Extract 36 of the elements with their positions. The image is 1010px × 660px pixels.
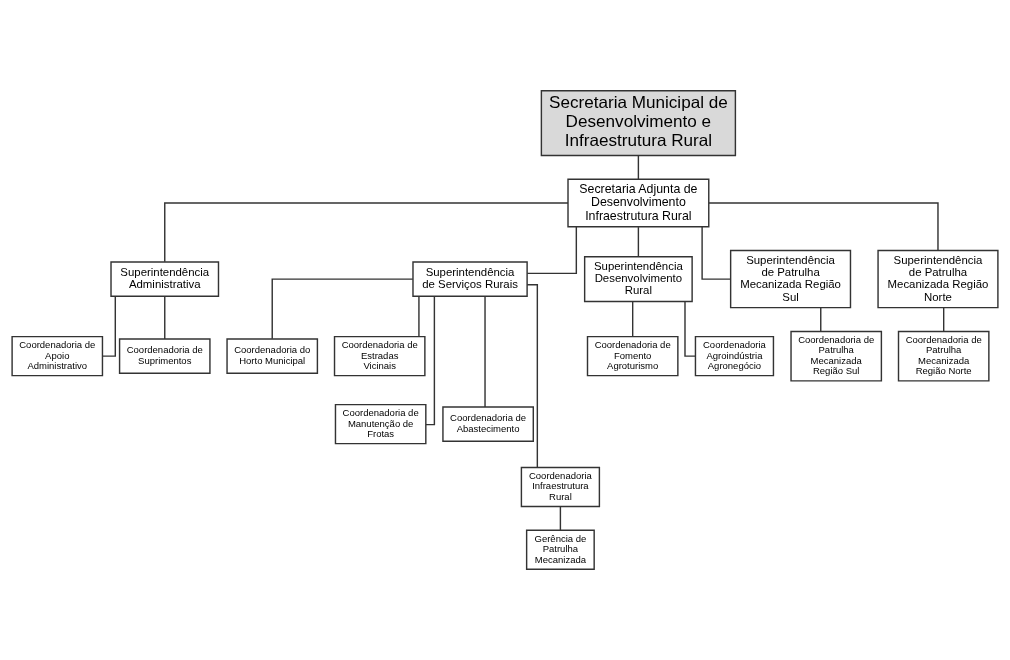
connector	[271, 278, 414, 340]
node-box: Gerência de Patrulha Mecanizada	[525, 529, 595, 570]
connector	[637, 154, 640, 180]
node-box: Coordenadoria de Manutenção de Frotas	[334, 403, 427, 445]
node-box: Coordenadoria de Abastecimento	[442, 406, 534, 442]
node-box: Superintendência Desenvolvimento Rural	[583, 256, 693, 303]
connector	[425, 295, 436, 426]
node-box: Coordenadoria de Apoio Administrativo	[11, 335, 104, 377]
connector	[942, 307, 945, 332]
node-box: Coordenadoria de Patrulha Mecanizada Região Norte	[897, 330, 990, 382]
connector	[701, 226, 732, 280]
connector	[684, 301, 696, 357]
connector	[708, 202, 939, 252]
node-box: Coordenadoria Infraestrutura Rural	[520, 466, 601, 508]
node-box: Superintendência de Serviços Rurais	[412, 261, 528, 297]
node-box: Superintendência de Patrulha Mecanizada Região Sul	[729, 249, 852, 309]
connector	[637, 226, 640, 258]
connector	[559, 505, 562, 531]
connector	[631, 301, 634, 338]
node-box: Superintendência de Patrulha Mecanizada Região Norte	[877, 249, 999, 309]
connector	[820, 307, 822, 332]
connector	[418, 295, 420, 338]
node-box: Coordenadoria de Fomento Agroturismo	[586, 335, 679, 377]
node-box: Secretaria Municipal de Desenvolvimento e Infraestrutura Rural	[540, 90, 737, 157]
connector	[484, 295, 486, 408]
connector	[526, 226, 578, 275]
node-box: Coordenadoria de Estradas Vicinais	[333, 335, 426, 377]
node-box: Coordenadoria Agroindústria Agronegócio	[694, 335, 775, 377]
node-box: Secretaria Adjunta de Desenvolvimento Infraestrutura Rural	[567, 178, 710, 228]
node-box: Coordenadoria do Horto Municipal	[226, 338, 319, 374]
node-box: Coordenadoria de Patrulha Mecanizada Região Sul	[790, 330, 883, 382]
connector	[164, 202, 569, 263]
node-box: Superintendência Administrativa	[110, 261, 220, 297]
node-box: Coordenadoria de Suprimentos	[118, 338, 211, 374]
connector	[526, 284, 539, 468]
connector	[164, 295, 166, 340]
